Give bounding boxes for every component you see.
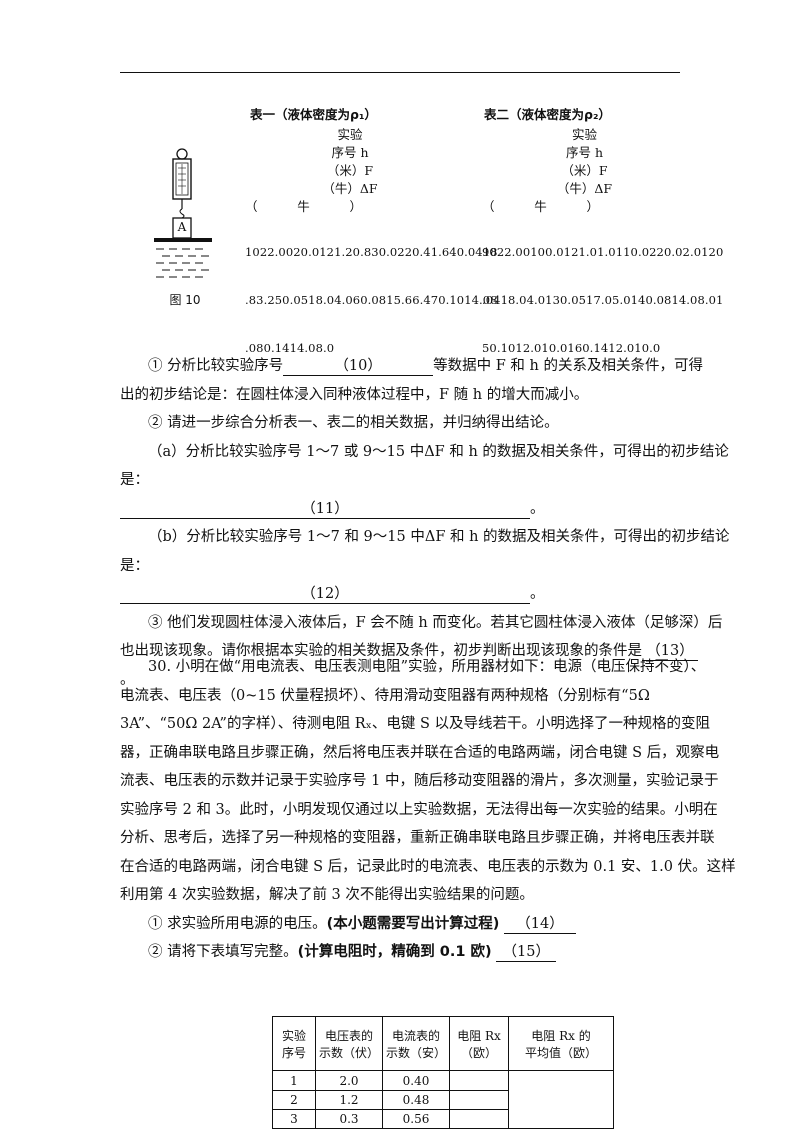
- table-cell: 2.0: [315, 1070, 383, 1091]
- table-header: 电阻 Rx （欧）: [449, 1016, 509, 1071]
- period: 。: [530, 500, 545, 517]
- figure-caption: 图 10: [169, 293, 201, 307]
- table1-header: （米）F: [326, 163, 374, 178]
- table2-data-line: 9022.00100.0121.01.0110.0220.02.0120: [482, 245, 724, 259]
- q3-text: 也出现该现象。请你根据本实验的相关数据及条件，初步判断出现该现象的条件是: [120, 643, 642, 659]
- p30-q1-text: ① 求实验所用电源的电压。: [148, 915, 327, 932]
- cylinder-label: A: [177, 220, 187, 234]
- q3-text: ③ 他们发现圆柱体浸入液体后，F 会不随 h 而变化。若其它圆柱体浸入液体（足够…: [148, 614, 723, 631]
- q2a-text: 是：: [120, 472, 149, 488]
- q3-end: 。: [120, 671, 135, 688]
- table1-header: 序号 h: [331, 145, 369, 160]
- table1-header: （ 牛 ）: [245, 199, 362, 214]
- table-header: 电压表的 示数（伏）: [315, 1016, 383, 1071]
- problem-30: 30. 小明在做“用电流表、电压表测电阻”实验，所用器材如下：电源（电压保持不变…: [120, 653, 736, 967]
- answer-blank-14[interactable]: （14）: [503, 915, 576, 934]
- resistance-cell[interactable]: [449, 1070, 509, 1091]
- table-cell: 0.56: [382, 1109, 450, 1129]
- question-29-parts: ① 分析比较实验序号（10）等数据中 F 和 h 的关系及相关条件，可得 出的初…: [120, 352, 730, 694]
- resistance-cell[interactable]: [449, 1090, 509, 1110]
- table2-header: 实验: [571, 127, 597, 142]
- table1-data: 1022.0020.0121.20.830.0220.41.640.0418 .…: [245, 212, 498, 372]
- p30-q1-note: (本小题需要写出计算过程): [326, 915, 500, 932]
- answer-blank-11[interactable]: （11）: [120, 500, 530, 519]
- table2-data-line: .0418.04.0130.0517.05.0140.0814.08.01: [482, 293, 724, 307]
- q1-text: 等数据中 F 和 h 的关系及相关条件，可得: [433, 358, 703, 374]
- q1-conclusion: 出的初步结论是：在圆柱体浸入同种液体过程中，F 随 h 的增大而减小。: [120, 386, 589, 403]
- p30-line: 3A”、“50Ω 2A”的字样）、待测电阻 Rₓ、电键 S 以及导线若干。小明选…: [120, 716, 711, 732]
- p30-line: 器，正确串联电路且步骤正确，然后将电压表并联在合适的电路两端，闭合电键 S 后，…: [120, 744, 720, 761]
- table2-header: （米）F: [561, 163, 608, 178]
- top-rule: [120, 72, 680, 73]
- table-cell: 3: [272, 1109, 316, 1129]
- table-cell: 2: [272, 1090, 316, 1110]
- table1-data-line: .080.1414.08.0: [245, 341, 335, 355]
- table-header: 电流表的 示数（安）: [382, 1016, 450, 1071]
- table2-header: 序号 h: [565, 145, 604, 160]
- resistance-cell[interactable]: [449, 1109, 509, 1129]
- results-table: 实验 序号 电压表的 示数（伏） 电流表的 示数（安） 电阻 Rx （欧） 电阻…: [272, 1016, 614, 1129]
- period: 。: [530, 586, 545, 602]
- q2-intro: ② 请进一步综合分析表一、表二的相关数据，并归纳得出结论。: [148, 415, 559, 431]
- table1-data-line: .83.250.0518.04.060.0815.66.470.1014.08: [245, 293, 498, 307]
- table-header: 电阻 Rx 的 平均值（欧）: [508, 1016, 614, 1071]
- q2a-text: （a）分析比较实验序号 1～7 或 9～15 中ΔF 和 h 的数据及相关条件，…: [148, 443, 729, 460]
- table1-headers: 实验 序号 h （米）F （牛）ΔF （ 牛 ）: [245, 126, 455, 216]
- p30-line: 利用第 4 次实验数据，解决了前 3 次不能得出实验结果的问题。: [120, 887, 534, 903]
- table-cell: 1.2: [315, 1090, 383, 1110]
- p30-line: 流表、电压表的示数并记录于实验序号 1 中，随后移动变阻器的滑片，多次测量，实验…: [120, 773, 719, 789]
- table-header: 实验 序号: [272, 1016, 316, 1071]
- p30-q2-text: ② 请将下表填写完整。: [148, 944, 298, 960]
- q2b-text: 是：: [120, 557, 149, 574]
- table2-title: 表二（液体密度为ρ₂）: [484, 107, 611, 122]
- p30-line: 实验序号 2 和 3。此时，小明发现仅通过以上实验数据，无法得出每一次实验的结果…: [120, 801, 718, 818]
- spring-scale-figure: [154, 148, 212, 278]
- table-cell: 0.48: [382, 1090, 450, 1110]
- answer-blank-12[interactable]: （12）: [120, 585, 530, 604]
- p30-line: 电流表、电压表（0~15 伏量程损坏）、待用滑动变阻器有两种规格（分别标有“5Ω: [120, 687, 650, 704]
- p30-q2-note: (计算电阻时，精确到 0.1 欧): [297, 944, 492, 960]
- q2b-text: （b）分析比较实验序号 1～7 和 9～15 中ΔF 和 h 的数据及相关条件，…: [148, 529, 730, 545]
- p30-line: 在合适的电路两端，闭合电键 S 后，记录此时的电流表、电压表的示数为 0.1 安…: [120, 858, 736, 875]
- table1-data-line: 1022.0020.0121.20.830.0220.41.640.0418: [245, 245, 498, 259]
- answer-blank-15[interactable]: （15）: [496, 943, 557, 962]
- table-cell: 1: [272, 1070, 316, 1091]
- table-cell: 0.3: [315, 1109, 383, 1129]
- table1-title: 表一（液体密度为ρ₁）: [250, 107, 377, 122]
- table2-data: 9022.00100.0121.01.0110.0220.02.0120 .04…: [482, 212, 723, 372]
- p30-line: 30. 小明在做“用电流表、电压表测电阻”实验，所用器材如下：电源（电压保持不变…: [148, 659, 706, 675]
- table2-header: （牛）ΔF: [556, 181, 613, 196]
- q1-text: ① 分析比较实验序号: [148, 358, 284, 374]
- answer-blank-13[interactable]: （13）: [642, 642, 698, 661]
- p30-line: 分析、思考后，选择了另一种规格的变阻器，重新正确串联电路且步骤正确，并将电压表并…: [120, 830, 715, 846]
- average-resistance-cell[interactable]: [508, 1070, 614, 1129]
- table2-headers: 实验 序号 h （米）F （牛）ΔF （ 牛 ）: [482, 126, 687, 216]
- table1-header: 实验: [337, 127, 363, 142]
- table2-header: （ 牛 ）: [482, 199, 599, 214]
- answer-blank-10[interactable]: （10）: [283, 357, 434, 376]
- table-cell: 0.40: [382, 1070, 450, 1091]
- table2-data-line: 50.1012.010.0160.1412.010.0: [482, 341, 661, 355]
- table1-header: （牛）ΔF: [322, 181, 378, 196]
